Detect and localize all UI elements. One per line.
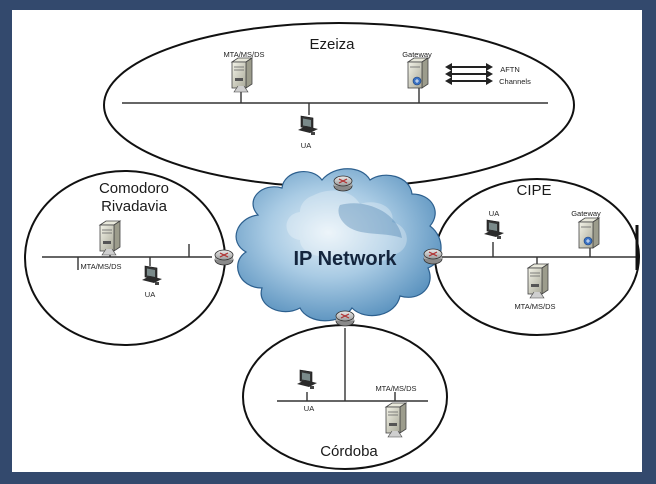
- ezeiza-gateway-label: Gateway: [402, 50, 432, 59]
- site-cipe: CIPE UA Gateway MTA/MS/DS: [434, 178, 640, 336]
- router-icon: [333, 175, 353, 192]
- comodoro-ua-label: UA: [145, 290, 155, 299]
- cipe-ua-label: UA: [489, 209, 499, 218]
- cordoba-title: Córdoba: [320, 443, 378, 460]
- ip-network-label: IP Network: [294, 248, 398, 270]
- ezeiza-server-label: MTA/MS/DS: [223, 50, 264, 59]
- comodoro-title-line2: Rivadavia: [101, 198, 168, 215]
- router-icon: [214, 249, 234, 266]
- diagram-frame: Ezeiza MTA/MS/DS Gateway AFTN Channels U…: [12, 10, 642, 472]
- ezeiza-title: Ezeiza: [309, 36, 355, 53]
- cloud-icon: [235, 168, 442, 322]
- cordoba-server-label: MTA/MS/DS: [375, 384, 416, 393]
- cipe-server-label: MTA/MS/DS: [514, 302, 555, 311]
- aftn-label-1: AFTN: [500, 65, 520, 74]
- ezeiza-ua-label: UA: [301, 141, 311, 150]
- site-ezeiza: Ezeiza MTA/MS/DS Gateway AFTN Channels U…: [103, 22, 575, 188]
- cipe-title: CIPE: [516, 182, 551, 199]
- ip-network-cloud: IP Network: [235, 168, 442, 322]
- comodoro-server-label: MTA/MS/DS: [80, 262, 121, 271]
- site-comodoro-rivadavia: Comodoro Rivadavia MTA/MS/DS UA: [24, 170, 226, 346]
- router-icon: [335, 310, 355, 327]
- site-cordoba: Córdoba UA MTA/MS/DS: [242, 324, 448, 470]
- gateway-icon: [578, 217, 600, 249]
- gateway-icon: [407, 57, 429, 89]
- comodoro-title-line1: Comodoro: [99, 180, 169, 197]
- cordoba-ua-label: UA: [304, 404, 314, 413]
- aftn-label-2: Channels: [499, 77, 531, 86]
- network-diagram: Ezeiza MTA/MS/DS Gateway AFTN Channels U…: [24, 22, 640, 470]
- router-icon: [423, 248, 443, 265]
- cipe-gateway-label: Gateway: [571, 209, 601, 218]
